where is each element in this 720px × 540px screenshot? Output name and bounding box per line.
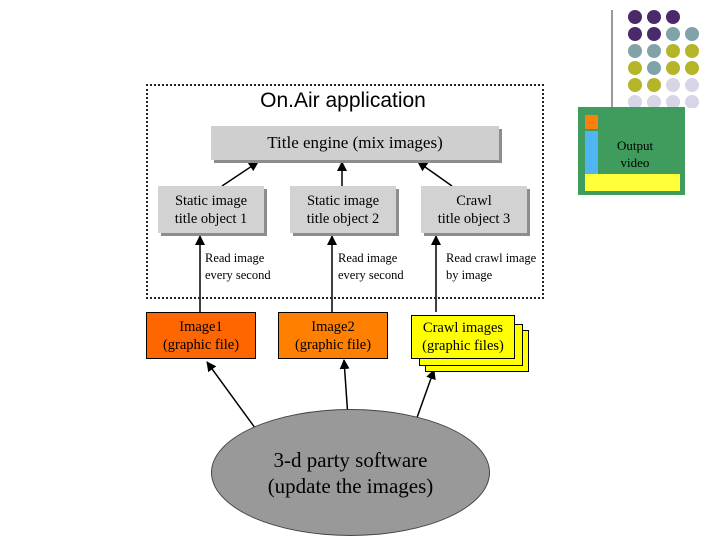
note-read-crawl-image: Read crawl image by image bbox=[446, 250, 536, 284]
decorative-dot bbox=[685, 78, 699, 92]
output-yellow-block bbox=[585, 174, 680, 191]
arrow-software-to-file1 bbox=[206, 361, 259, 433]
software-line1: 3-d party software bbox=[273, 447, 428, 472]
object-3-line1: Crawl bbox=[456, 192, 492, 209]
decorative-dot bbox=[647, 27, 661, 41]
object-3-line2: title object 3 bbox=[437, 210, 511, 227]
crawl-images-graphic-files: Crawl images (graphic files) bbox=[411, 315, 515, 359]
note-read-image-2: Read image every second bbox=[338, 250, 404, 284]
file-3-line2: (graphic files) bbox=[422, 338, 504, 354]
static-image-title-object-2: Static image title object 2 bbox=[290, 186, 396, 233]
object-1-line1: Static image bbox=[174, 192, 248, 209]
crawl-title-object-3: Crawl title object 3 bbox=[421, 186, 527, 233]
decorative-dot bbox=[647, 95, 661, 108]
decorative-dot bbox=[628, 61, 642, 75]
decorative-dot bbox=[628, 78, 642, 92]
output-video-label: Output video bbox=[600, 137, 670, 171]
note-3-line2: by image bbox=[446, 268, 493, 282]
decorative-dot bbox=[628, 27, 642, 41]
title-engine-label: Title engine (mix images) bbox=[267, 133, 443, 152]
object-2-line1: Static image bbox=[306, 192, 380, 209]
file-2-line1: Image2 bbox=[311, 318, 355, 335]
arrow-obj1-to-engine bbox=[221, 161, 259, 187]
file-3-line1: Crawl images bbox=[422, 320, 504, 336]
third-party-software-ellipse: 3-d party software (update the images) bbox=[211, 409, 490, 536]
object-2-line2: title object 2 bbox=[306, 210, 380, 227]
application-frame bbox=[146, 84, 544, 299]
note-2-line1: Read image bbox=[338, 251, 398, 265]
decorative-dot bbox=[666, 27, 680, 41]
decorative-dot bbox=[647, 44, 661, 58]
decorative-dot bbox=[628, 10, 642, 24]
static-image-title-object-1: Static image title object 1 bbox=[158, 186, 264, 233]
title-engine-box: Title engine (mix images) bbox=[211, 126, 499, 160]
decorative-line bbox=[611, 10, 613, 128]
decorative-dot bbox=[666, 78, 680, 92]
application-title: On.Air application bbox=[260, 89, 426, 112]
output-line2: video bbox=[620, 155, 650, 170]
decorative-dot-grid bbox=[628, 10, 699, 108]
decorative-dot bbox=[666, 10, 680, 24]
note-1-line2: every second bbox=[205, 268, 271, 282]
decorative-dot bbox=[685, 44, 699, 58]
decorative-dot bbox=[628, 44, 642, 58]
arrow-obj3-to-engine bbox=[417, 161, 453, 187]
note-1-line1: Read image bbox=[205, 251, 265, 265]
file-1-line1: Image1 bbox=[179, 318, 223, 335]
decorative-dot bbox=[647, 78, 661, 92]
output-line1: Output bbox=[616, 138, 654, 153]
note-2-line2: every second bbox=[338, 268, 404, 282]
decorative-dot bbox=[685, 61, 699, 75]
decorative-dot bbox=[685, 27, 699, 41]
file-1-line2: (graphic file) bbox=[162, 336, 240, 353]
decorative-dot bbox=[685, 95, 699, 108]
file-2-line2: (graphic file) bbox=[294, 336, 372, 353]
output-blue-block bbox=[585, 131, 598, 174]
note-3-line1: Read crawl image bbox=[446, 251, 537, 265]
decorative-dot bbox=[666, 95, 680, 108]
object-1-line2: title object 1 bbox=[174, 210, 248, 227]
note-read-image-1: Read image every second bbox=[205, 250, 271, 284]
decorative-dot bbox=[647, 10, 661, 24]
output-orange-block bbox=[585, 115, 598, 129]
decorative-dot bbox=[666, 44, 680, 58]
decorative-dot bbox=[628, 95, 642, 108]
decorative-dot bbox=[647, 61, 661, 75]
image2-graphic-file: Image2 (graphic file) bbox=[278, 312, 388, 359]
image1-graphic-file: Image1 (graphic file) bbox=[146, 312, 256, 359]
software-line2: (update the images) bbox=[267, 473, 434, 498]
decorative-dot bbox=[666, 61, 680, 75]
